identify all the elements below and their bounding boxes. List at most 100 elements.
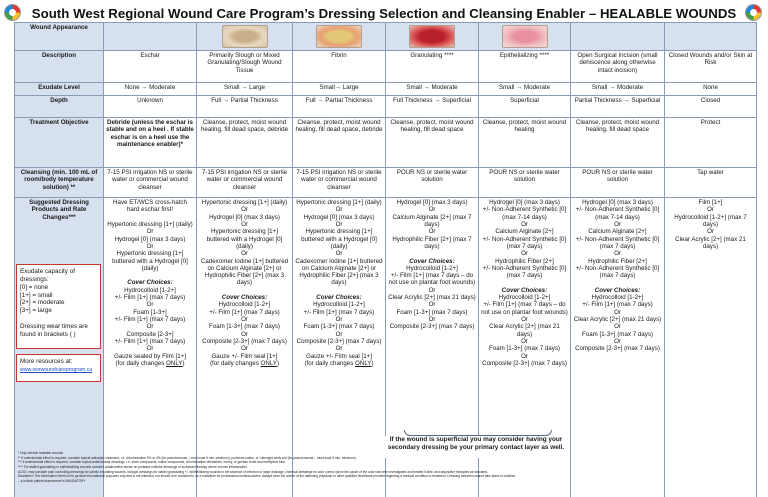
cover-choices-title: Cover Choices: — [127, 279, 173, 287]
cover-line: Or — [428, 316, 436, 323]
row-exudate: Exudate Level None → Moderate Small → La… — [14, 82, 757, 96]
spacer — [481, 279, 568, 286]
cleansing-cell: 7-15 PSI irrigation NS or sterile water … — [103, 167, 197, 198]
cover-tail-prefix: (for daily changes — [209, 359, 261, 367]
cover-line: Or — [335, 316, 343, 323]
cover-line: Foam [1-3+] (max 7 days) — [208, 323, 280, 331]
cover-line: Or — [428, 286, 436, 294]
cover-line: Hydrocolloid [1-2+] — [591, 294, 644, 302]
product-line: Hypertonic dressing [1+] (daily) — [201, 199, 288, 206]
product-line: +/- Non-Adherent Synthetic [0] (max 7 da… — [575, 264, 660, 280]
cover-choices-title: Cover Choices: — [409, 257, 455, 265]
footnote: **** For stalled granulating or epitheli… — [18, 464, 248, 469]
product-line: +/- Non-Adherent Synthetic [0] (max 7-14… — [575, 206, 660, 221]
cover-line: Composite [2-3+] (max 7 days) — [389, 323, 475, 331]
product-line: Hydrocolloid [1-2+] (max 7 days) — [674, 213, 747, 228]
products-header-label: Suggested Dressing Products and Rate Cha… — [29, 199, 89, 221]
row-header-appearance: Wound Appearance — [14, 22, 104, 51]
cover-choices-title: Cover Choices: — [316, 294, 362, 302]
footnote: Disclaimer: The information herein is fo… — [18, 474, 516, 479]
products-cell: Hydrogel [0] (max 3 days)+/- Non-Adheren… — [570, 197, 665, 497]
footnote: *** If antimicrobial effect is required,… — [18, 460, 286, 465]
wound-photo-eschar — [103, 22, 197, 51]
product-line: Or — [335, 250, 343, 258]
product-line: Film [1+] — [698, 199, 723, 206]
wound-photo-incision — [570, 22, 665, 51]
wound-photo-slough — [196, 22, 293, 51]
treatment-cell: Cleanse, protect, moist wound healing — [478, 117, 571, 168]
cover-tail-suffix: ) — [371, 359, 374, 367]
cover-choices-title: Cover Choices: — [501, 286, 548, 294]
product-line: Hypertonic dressing [1+] buttered with a… — [112, 250, 188, 272]
cover-line: Gauze +/- Film seal [1+] — [305, 352, 373, 360]
product-line: Hydrophilic Fiber [2+] — [495, 257, 554, 265]
exudate-cell: Small→ Large — [292, 82, 386, 96]
row-header-exudate: Exudate Level — [14, 82, 104, 96]
wound-photo — [501, 25, 548, 48]
cover-line: Foam [1-3+] — [133, 308, 167, 316]
product-line: Or — [335, 206, 343, 214]
cover-line: Foam [1-3+] (max 7 days) — [581, 330, 653, 338]
depth-cell: Closed — [664, 95, 757, 118]
cleansing-cell: 7-15 PSI irrigation NS or sterile water … — [196, 167, 293, 198]
program-logo-icon — [745, 4, 762, 21]
spacer — [106, 272, 194, 279]
footnote: – a holistic patient assessment is MANDA… — [18, 478, 86, 483]
cover-line: Clear Acrylic [2+] (max 21 days) — [388, 294, 476, 302]
footnote: ALSO, may consider pain controlling dres… — [18, 469, 488, 474]
wound-photo — [221, 25, 268, 48]
cover-tail-suffix: ) — [182, 359, 185, 367]
cover-line: Or — [428, 301, 436, 309]
product-line: Or — [241, 206, 248, 214]
product-line: Hydrogel [0] (max 3 days) — [396, 199, 468, 206]
treatment-cell: Cleanse, protect, moist wound healing, f… — [292, 117, 386, 168]
description-cell: Closed Wounds and/or Skin at Risk — [664, 50, 757, 83]
product-line: Have ET/WCS cross-hatch hard eschar firs… — [113, 199, 187, 214]
spacer — [295, 287, 383, 294]
wound-photo-closed — [664, 22, 757, 51]
cover-line: Or — [146, 345, 154, 353]
cover-line: Composite [2-3+] (max 7 days) — [575, 345, 660, 353]
exudate-cell: None → Moderate — [103, 82, 197, 96]
exudate-cell: Small → Moderate — [570, 82, 665, 96]
cover-line: Composite [2-3+] — [126, 330, 174, 338]
product-line: Or — [335, 220, 343, 228]
description-cell: Granulating **** — [385, 50, 479, 83]
product-line: +/- Non-Adherent Synthetic [0] (max 7 da… — [575, 235, 660, 250]
wound-photo — [316, 25, 362, 48]
cover-choices-title: Cover Choices: — [594, 286, 641, 294]
product-line: Hypertonic dressing [1+] buttered with a… — [301, 228, 377, 250]
legend-line: Exudate capacity of — [20, 268, 75, 275]
product-line: Hydrogel [0] (max 3 days) — [489, 199, 560, 206]
product-line: Cadexomer Iodine [1+] buttered on Calciu… — [200, 257, 289, 287]
exudate-cell: None — [664, 82, 757, 96]
product-line: Or — [521, 220, 528, 228]
cover-line: +/- Film [1+] (max 7 days) — [114, 294, 186, 302]
cover-line: Or — [335, 345, 343, 353]
legend-line: [0] = none — [20, 283, 49, 291]
cover-line: Or — [521, 316, 528, 323]
product-line: Hypertonic dressing [1+] (daily) — [296, 199, 382, 206]
cover-line: Clear Acrylic [2+] (max 21 days) — [489, 323, 560, 338]
cover-tail-only: ONLY — [166, 359, 183, 367]
cover-line: Or — [614, 337, 621, 345]
cover-line: Foam [1-3+] (max 7 days) — [396, 308, 468, 316]
cover-line: Hydrocolloid [1-2+] — [406, 264, 458, 272]
cover-tail-suffix: ) — [276, 359, 279, 367]
resources-link[interactable]: www.swrwoundcareprogram.ca — [20, 367, 93, 374]
product-line: Hydrophilic Fiber [2+] — [588, 257, 647, 265]
cover-line: Or — [614, 308, 621, 316]
product-line: Calcium Alginate [2+] (max 7 days) — [392, 213, 472, 228]
row-header-description: Description — [14, 50, 104, 83]
wound-photo-fibrin — [292, 22, 386, 51]
resources-label: More resources at: — [20, 358, 73, 365]
cover-tail-prefix: (for daily changes — [304, 359, 356, 367]
cover-line: +/- Film [1+] (max 7 days – do not use o… — [388, 272, 476, 287]
cover-line: +/- Film [1+] (max 7 days) — [114, 337, 186, 345]
product-line: Or — [428, 228, 436, 236]
product-line: Or — [707, 206, 714, 214]
cover-line: Gauze +/- Film seal [1+] — [211, 352, 278, 360]
cover-line: +/- Film [1+] (max 7 days – do not use o… — [481, 301, 568, 316]
